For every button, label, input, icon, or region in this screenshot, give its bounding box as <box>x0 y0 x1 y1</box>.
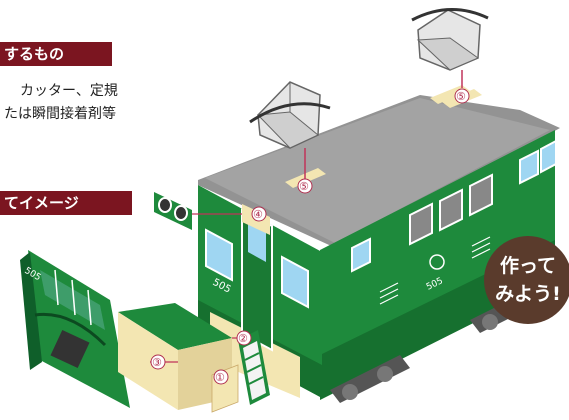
callout-4: ④ <box>253 208 263 221</box>
callout-5a: ⑤ <box>299 180 309 193</box>
side-window <box>409 202 433 246</box>
callout-3: ③ <box>152 356 162 369</box>
side-vents <box>379 236 491 305</box>
image-heading-text: てイメージ <box>4 194 79 212</box>
side-emblem <box>429 254 445 270</box>
callout-1: ① <box>215 371 225 384</box>
materials-line-2: たは瞬間接着剤等 <box>4 106 116 122</box>
side-window <box>469 173 493 217</box>
badge-line-1: 作って <box>500 254 556 277</box>
side-window <box>439 188 463 232</box>
side-window <box>540 139 557 174</box>
callout-markers: ① ② ③ ④ ⑤ ⑤ <box>150 88 470 385</box>
front-window-left <box>205 228 233 282</box>
materials-heading-text: するもの <box>4 45 65 63</box>
callout-2: ② <box>238 332 248 345</box>
side-window <box>351 237 371 273</box>
image-heading: てイメージ <box>0 191 132 215</box>
materials-line-1: カッター、定規 <box>20 83 118 99</box>
callout-5b: ⑤ <box>456 90 466 103</box>
front-window-right <box>281 255 309 309</box>
front-face-part: 505 <box>20 250 130 408</box>
make-it-badge: 作って みよう! <box>484 236 569 324</box>
step-part <box>238 330 270 405</box>
badge-line-2: みよう! <box>495 283 561 305</box>
pantograph-1 <box>249 81 331 182</box>
side-window <box>519 149 539 185</box>
side-windows <box>351 139 557 273</box>
pantograph-2 <box>411 8 489 88</box>
train-roof-top <box>205 98 550 243</box>
materials-list: カッター、定規 たは瞬間接着剤等 <box>0 80 118 126</box>
headlight-part <box>154 192 247 230</box>
materials-heading: するもの <box>0 42 112 66</box>
